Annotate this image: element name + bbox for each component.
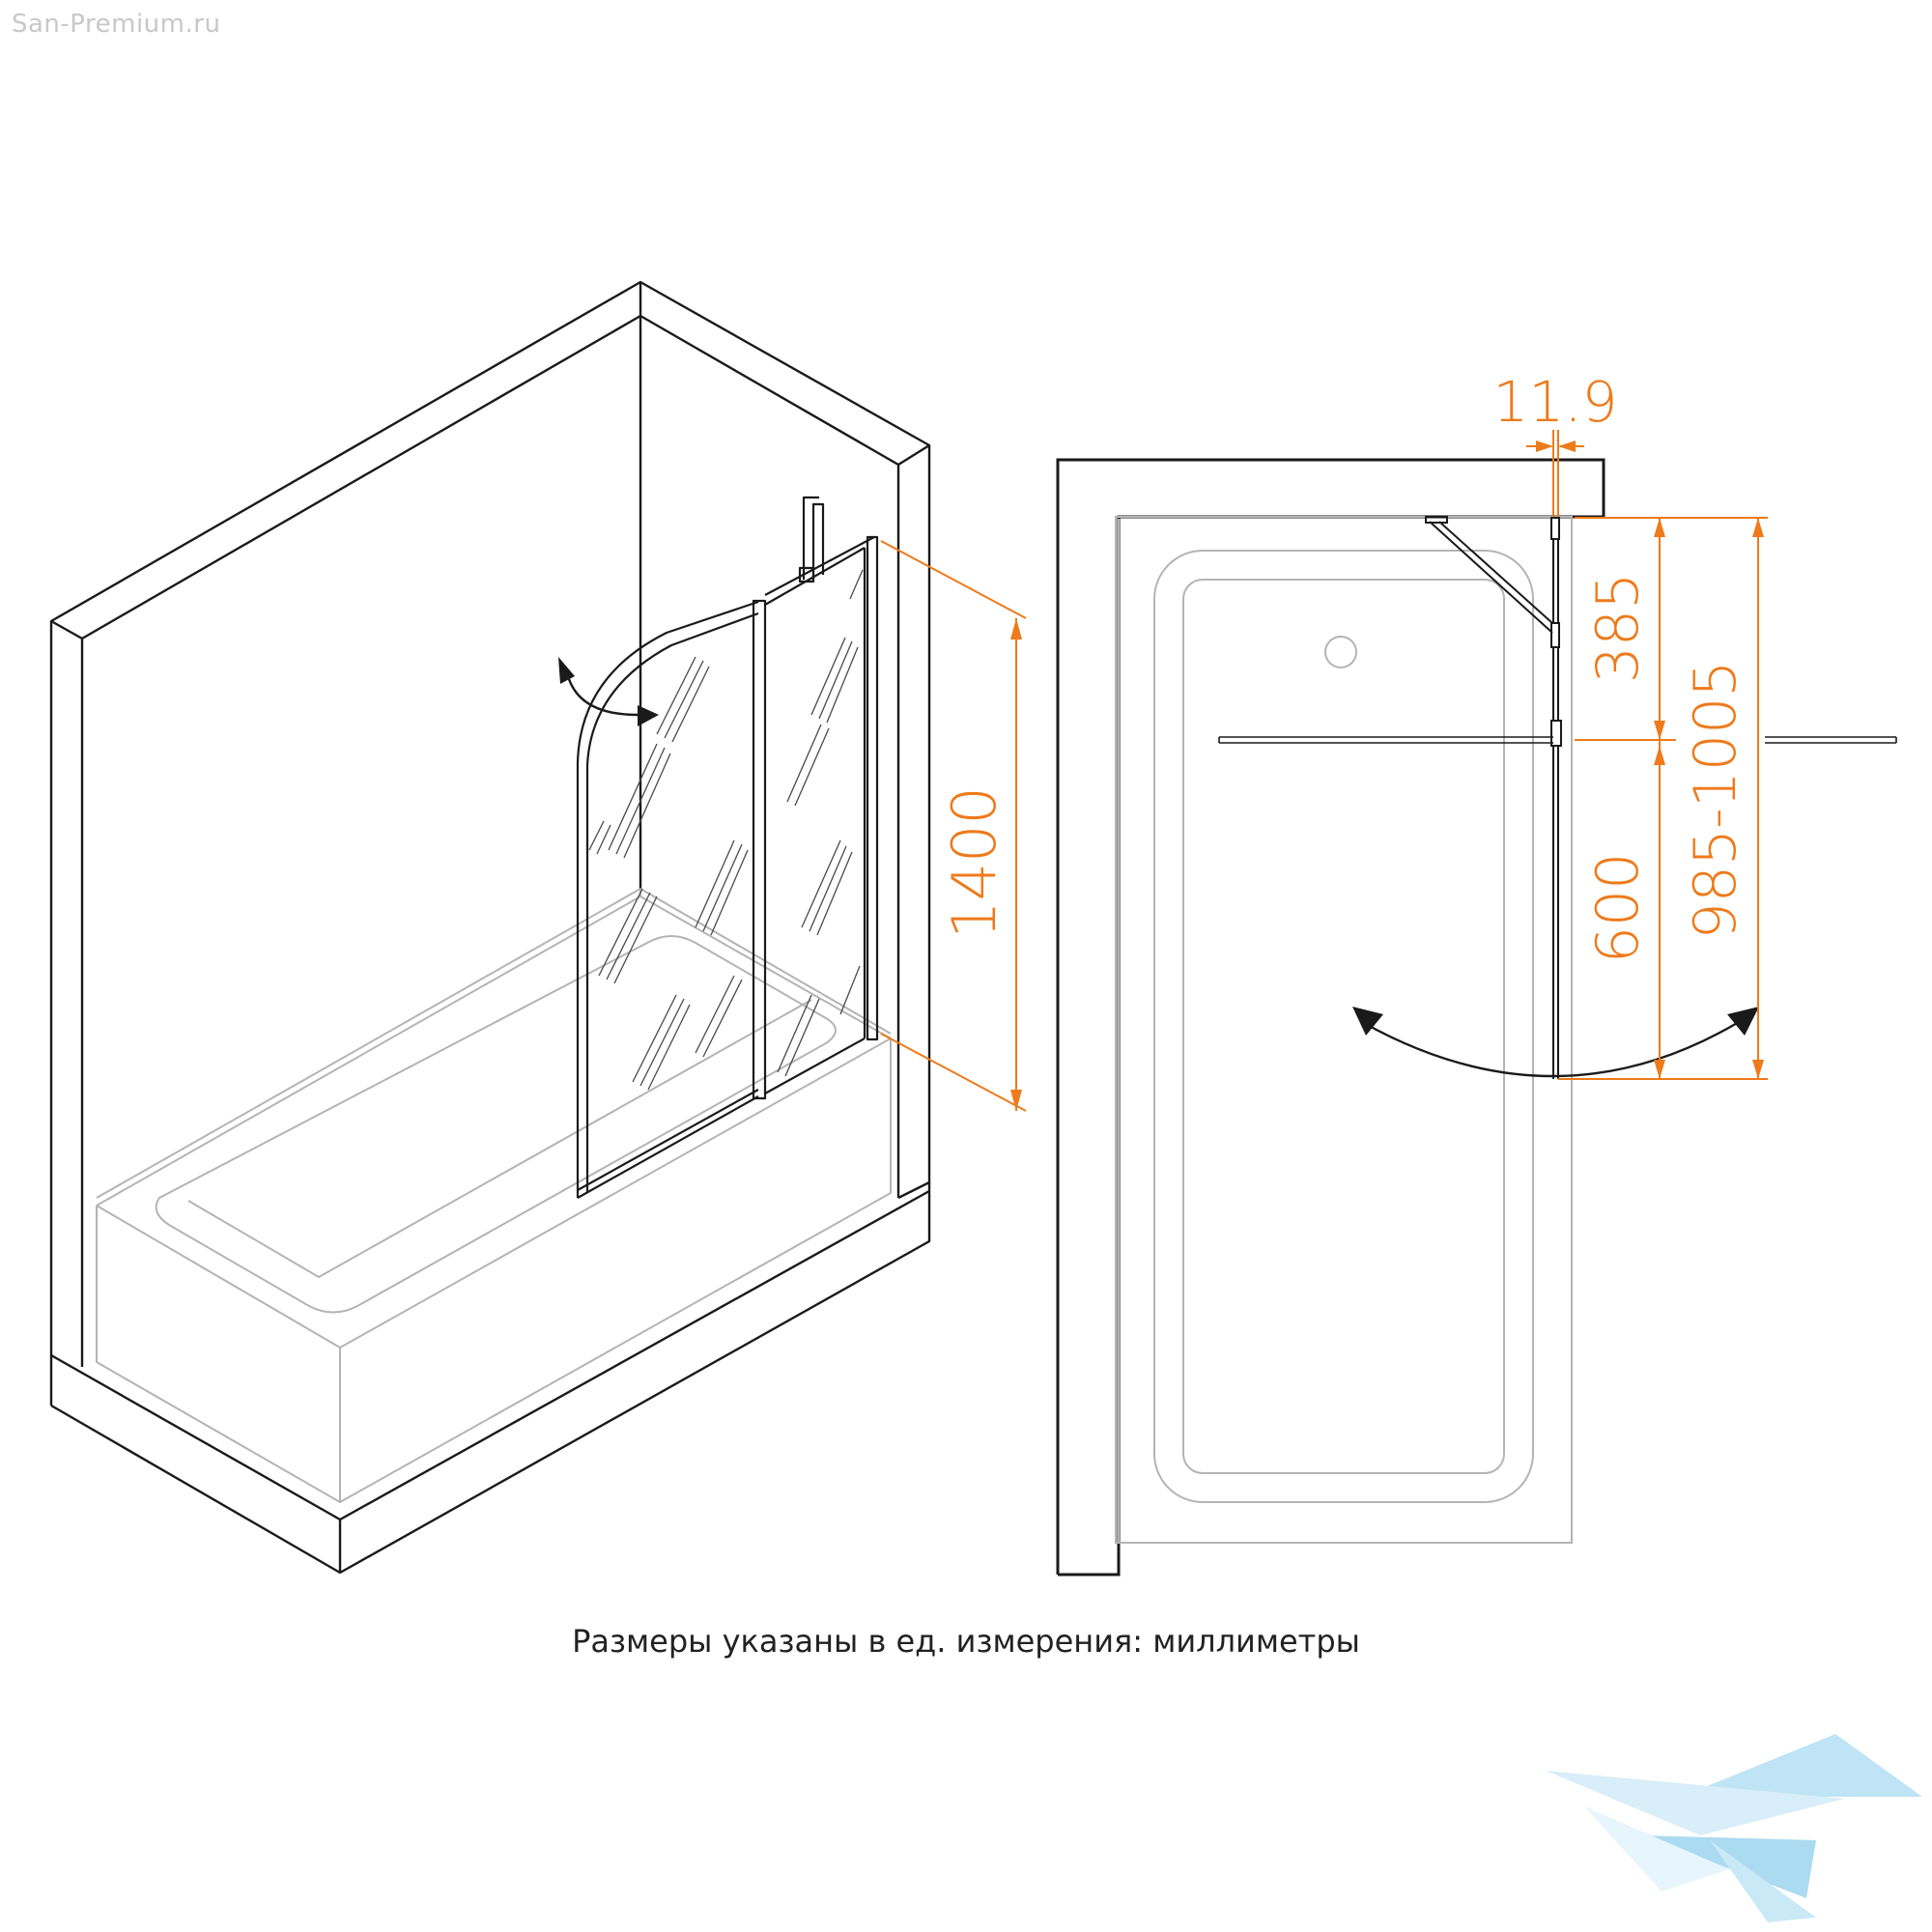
dim-total-arrow-bottom xyxy=(1752,1060,1764,1079)
dim-385-arrow-bottom xyxy=(1654,721,1665,740)
dimension-1400: 1400 xyxy=(939,786,1009,939)
height-dimension xyxy=(880,540,1027,1112)
dim-total-arrow-top xyxy=(1752,518,1764,537)
isometric-view: 1400 xyxy=(49,280,1027,1575)
dimension-11-9: 11.9 xyxy=(1492,369,1617,435)
dimension-385: 385 xyxy=(1584,573,1652,684)
dim-arrow-bottom xyxy=(1010,1090,1022,1111)
units-caption: Размеры указаны в ед. измерения: миллиме… xyxy=(572,1623,1360,1660)
glass-hatch xyxy=(588,569,864,1091)
dim-600-arrow-bottom xyxy=(1654,1060,1665,1079)
plan-view: 11.9 385 600 985-1005 xyxy=(1056,369,1897,1577)
plan-rail-right xyxy=(1765,736,1897,744)
brand-logo-icon xyxy=(1546,1734,1922,1922)
dim-arrow-top xyxy=(1010,618,1022,639)
swing-arrow-plan xyxy=(1361,1020,1740,1078)
arrow-head-icon-2 xyxy=(638,705,659,726)
plan-wall xyxy=(1056,458,1605,1577)
wall-outline xyxy=(49,280,931,1575)
dimension-600: 600 xyxy=(1584,853,1652,964)
dim-extension-lines xyxy=(1558,517,1768,1080)
swing-arrow-right-icon xyxy=(1727,1007,1759,1036)
glass-screen xyxy=(576,496,879,1199)
plan-rail xyxy=(1218,736,1553,744)
arrow-head-icon xyxy=(558,657,575,684)
plan-screen xyxy=(1425,516,1562,1079)
dim-11-9-arrow-left xyxy=(1536,440,1553,452)
swing-arrow-iso xyxy=(566,675,639,717)
dim-600-arrow-top xyxy=(1654,746,1665,765)
watermark-text: San-Premium.ru xyxy=(12,10,221,39)
dimension-985-1005: 985-1005 xyxy=(1682,661,1749,940)
swing-arrow-left-icon xyxy=(1352,1007,1383,1036)
bathtub xyxy=(96,888,892,1503)
dim-385-arrow-top xyxy=(1654,518,1665,537)
dim-11-9-arrow-right xyxy=(1558,440,1576,452)
plan-bathtub xyxy=(1115,516,1573,1544)
